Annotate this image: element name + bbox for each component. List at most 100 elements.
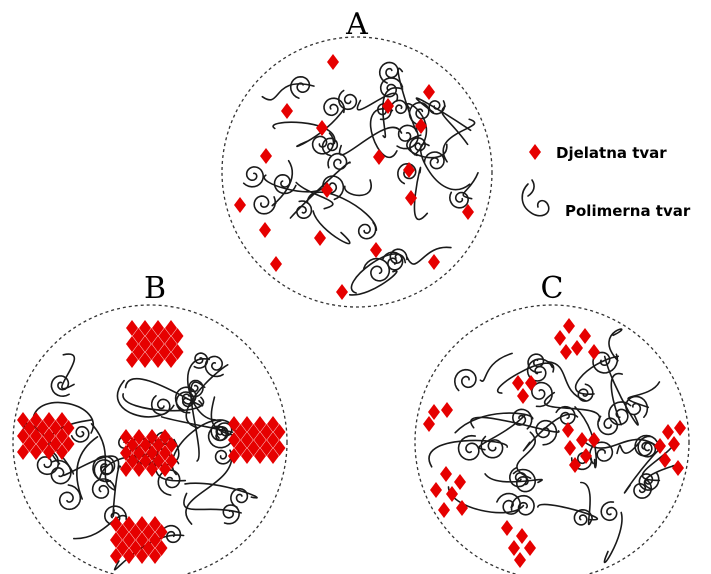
polymer-chain <box>296 107 346 148</box>
polymer-chain <box>112 465 122 518</box>
panel-label-b: B <box>144 271 166 306</box>
polymer-coil <box>390 99 408 115</box>
drug-particle <box>259 222 271 238</box>
polymer-coil <box>396 124 419 150</box>
polymer-legend-icon-tail <box>527 179 535 197</box>
polymer-coil <box>573 508 593 526</box>
polymer-coil <box>242 166 265 188</box>
drug-particle <box>564 440 576 456</box>
polymer-chain <box>603 511 623 563</box>
polymer-coil <box>530 381 553 408</box>
polymer-coil <box>204 355 224 378</box>
polymer-chain <box>306 191 378 231</box>
polymer-chain <box>578 436 660 449</box>
polymer-chain <box>183 492 242 514</box>
drug-particle <box>588 344 600 360</box>
drug-particle <box>441 402 453 418</box>
polymer-coil <box>634 434 660 457</box>
panel-c-polymer-network <box>428 328 681 563</box>
polymer-coil <box>323 97 346 117</box>
polymer-coil <box>378 61 399 84</box>
drug-particle <box>579 328 591 344</box>
polymer-coil <box>58 484 82 511</box>
polymer-chain <box>442 118 476 163</box>
drug-particle <box>423 84 435 100</box>
polymer-coil <box>363 257 391 282</box>
drug-particle <box>554 330 566 346</box>
polymer-coil <box>193 352 209 369</box>
polymer-coil <box>150 395 171 416</box>
polymer-coil <box>638 471 660 491</box>
polymer-coil <box>535 419 558 446</box>
polymer-chain <box>441 105 469 146</box>
polymer-coil <box>92 455 116 483</box>
polymer-coil <box>321 137 339 157</box>
polymer-coil <box>159 524 182 544</box>
drug-particle <box>516 528 528 544</box>
drug-particle <box>314 230 326 246</box>
polymer-chain <box>406 134 448 159</box>
polymer-chain <box>574 406 598 469</box>
polymer-coil <box>311 132 335 155</box>
polymer-chain <box>344 179 372 197</box>
drug-particle <box>327 54 339 70</box>
drug-particle <box>440 466 452 482</box>
polymer-chain <box>160 416 234 433</box>
drug-particle <box>674 420 686 436</box>
panel-a-circle <box>221 36 493 308</box>
polymer-coil <box>289 75 311 99</box>
polymer-chain <box>356 92 399 111</box>
drug-particle <box>563 318 575 334</box>
polymer-chain <box>184 482 258 499</box>
polymer-coil <box>215 422 233 439</box>
panel-label-c: C <box>541 271 564 306</box>
drug-particle <box>517 388 529 404</box>
drug-particle <box>659 452 671 468</box>
polymer-chain <box>122 393 205 412</box>
polymer-chain <box>574 355 619 395</box>
drug-particle <box>512 375 524 391</box>
polymer-coil <box>597 415 619 436</box>
drug-particle <box>270 256 282 272</box>
polymer-chain <box>190 381 206 462</box>
polymer-chain <box>603 355 639 426</box>
polymer-chain <box>312 210 351 245</box>
polymer-coil <box>157 469 181 496</box>
polymer-chain <box>608 328 623 362</box>
polymer-coil <box>337 89 358 111</box>
polymer-chain <box>623 447 662 494</box>
polymer-chain <box>454 412 534 434</box>
drug-particle <box>370 242 382 258</box>
polymer-chain <box>73 514 128 540</box>
drug-particle <box>336 284 348 300</box>
polymer-coil <box>457 434 480 461</box>
drug-particle <box>569 457 581 473</box>
polymer-chain <box>186 358 216 421</box>
polymer-chain <box>295 181 334 210</box>
polymer-coil <box>379 77 404 98</box>
polymer-chain <box>382 87 404 139</box>
polymer-chain <box>537 503 599 521</box>
polymer-chain <box>289 161 351 219</box>
polymer-coil <box>230 487 249 509</box>
drug-particle <box>428 254 440 270</box>
drug-particle <box>672 460 684 476</box>
polymer-chain <box>580 481 593 526</box>
polymer-legend-label: Polimerna tvar <box>565 202 691 220</box>
polymer-chain <box>627 381 661 409</box>
polymer-coil <box>389 248 408 265</box>
panel-b-drug-clusters <box>17 320 286 564</box>
polymer-coil <box>511 408 533 430</box>
polymer-chain <box>516 431 536 479</box>
polymer-coil <box>570 451 593 471</box>
polymer-coil <box>50 375 70 398</box>
drug-particle <box>454 474 466 490</box>
polymer-coil <box>480 435 504 459</box>
polymer-chain <box>61 353 76 390</box>
polymer-chain <box>349 270 398 296</box>
polymer-chain <box>497 362 555 394</box>
polymer-chain <box>616 442 640 455</box>
polymer-coil <box>577 383 594 402</box>
drug-particle <box>514 552 526 568</box>
